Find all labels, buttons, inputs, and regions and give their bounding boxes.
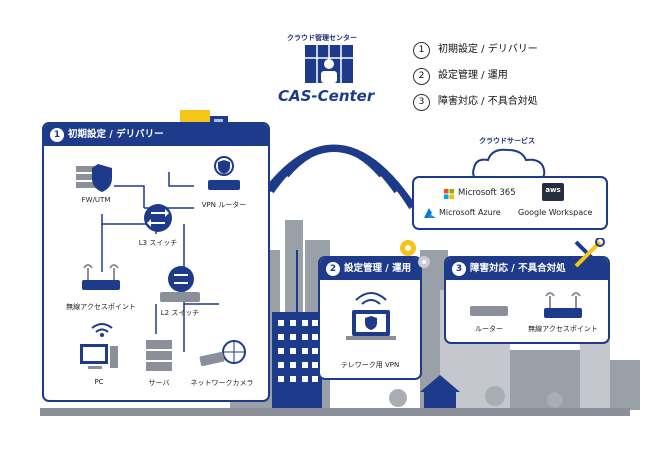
server-icon xyxy=(146,340,172,371)
ground xyxy=(40,408,630,416)
cloud-caption: クラウドサービス xyxy=(479,137,535,145)
azure-icon xyxy=(424,208,436,218)
wireless-ap-icon xyxy=(544,292,582,318)
center-caption: クラウド管理センター xyxy=(287,34,357,42)
fw-utm-label: FW/UTM xyxy=(81,196,111,204)
router-icon xyxy=(470,306,508,316)
router-label: ルーター xyxy=(475,325,503,333)
wireless-ap-label: 無線アクセスポイント xyxy=(66,303,136,311)
pc-label: PC xyxy=(94,378,104,386)
gear-icon xyxy=(400,240,430,268)
microsoft-icon xyxy=(444,189,454,199)
blue-building xyxy=(272,312,322,410)
microsoft-azure-label: Microsoft Azure xyxy=(439,208,501,217)
vpn-router-label: VPN ルーター xyxy=(201,201,247,209)
cloud-services-card: Microsoft 365 aws Microsoft Azure Google… xyxy=(412,176,608,230)
cas-center-logo: CAS-Center xyxy=(278,87,375,105)
server-label: サーバ xyxy=(148,379,170,387)
telework-vpn-label: テレワーク用 VPN xyxy=(340,361,400,369)
wifi-icon xyxy=(91,323,113,337)
firewall-icon xyxy=(76,164,112,192)
l3-switch-icon xyxy=(144,204,172,232)
wireless-ap-icon xyxy=(82,264,120,290)
l3-switch-label: L3 スイッチ xyxy=(138,239,178,247)
network-camera-icon xyxy=(199,340,246,367)
tools-icon xyxy=(574,238,605,268)
trees xyxy=(389,386,563,408)
house xyxy=(420,375,460,410)
wireless-ap-label: 無線アクセスポイント xyxy=(528,325,598,333)
aws-icon: aws xyxy=(542,183,564,201)
l2-switch-unit-icon xyxy=(160,292,200,302)
l2-switch-label: L2 スイッチ xyxy=(160,309,200,317)
telework-vpn-laptop-icon xyxy=(346,292,396,340)
cloud-icon xyxy=(472,148,546,181)
vpn-router-icon xyxy=(208,156,240,190)
pc-icon xyxy=(80,344,118,369)
microsoft-365-label: Microsoft 365 xyxy=(458,188,516,198)
network-camera-label: ネットワークカメラ xyxy=(190,379,254,387)
cas-center-icon xyxy=(305,45,353,83)
l2-switch-icon xyxy=(168,266,194,292)
google-workspace-label: Google Workspace xyxy=(518,208,593,217)
